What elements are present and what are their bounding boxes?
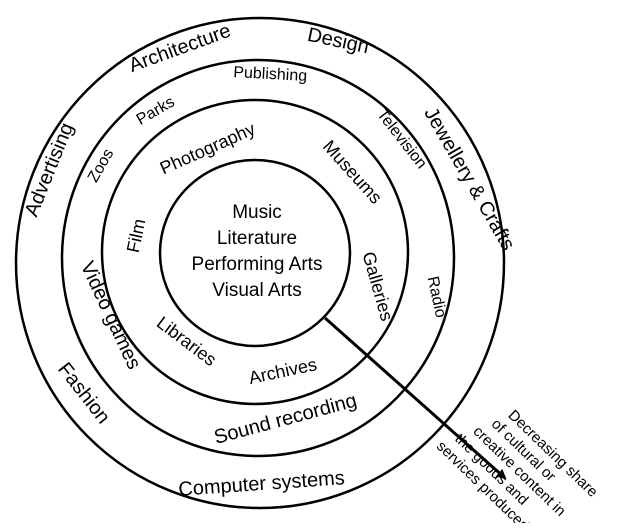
core-label-visual-arts: Visual Arts (212, 280, 301, 301)
label-museums: Museums (319, 136, 386, 207)
label-design: Design (306, 24, 371, 58)
ring-3-boundary (60, 58, 456, 458)
ring-2-boundary (100, 98, 410, 406)
decreasing-share-arrow (324, 316, 507, 480)
label-galleries: Galleries (358, 249, 397, 323)
core-circle (158, 158, 352, 348)
label-archives: Archives (247, 354, 319, 388)
label-libraries: Libraries (153, 312, 220, 370)
label-publishing: Publishing (233, 64, 308, 85)
label-film: Film (123, 217, 150, 254)
label-jewellery-crafts: Jewellery & Crafts (419, 104, 519, 255)
label-fashion: Fashion (53, 358, 114, 428)
core-label-literature: Literature (217, 228, 297, 249)
label-zoos: Zoos (85, 146, 118, 185)
core-label-music: Music (232, 202, 282, 223)
label-computer-systems: Computer systems (178, 467, 346, 501)
core-text-group: Music Literature Performing Arts Visual … (192, 202, 323, 301)
core-label-performing-arts: Performing Arts (192, 254, 323, 275)
label-radio: Radio (424, 275, 449, 320)
outer-ring (14, 16, 506, 510)
label-photography: Photography (157, 119, 258, 179)
